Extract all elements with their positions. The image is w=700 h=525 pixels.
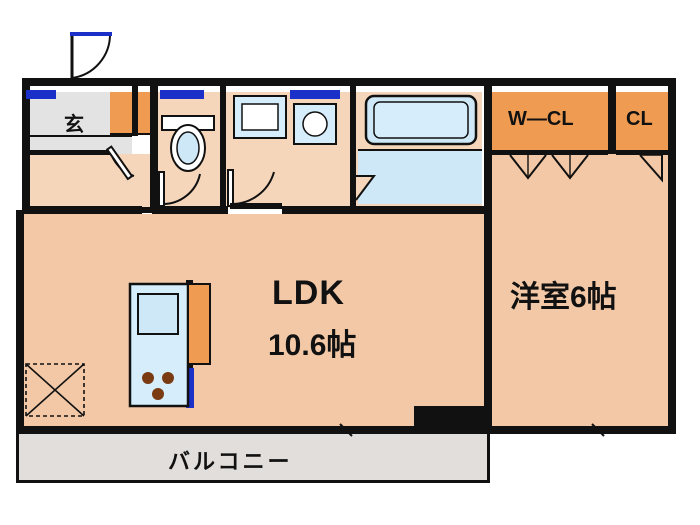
wall-balcony-stub-left: [16, 426, 44, 434]
entry-hall-floor: [28, 154, 154, 208]
entrance-closet-floor: [110, 92, 150, 134]
wall-balcony-stub-right: [414, 406, 484, 428]
balcony-outline-bottom: [16, 480, 490, 483]
wall-toilet-right: [220, 86, 226, 208]
wall-top-right: [484, 78, 676, 86]
window-top-2: [160, 90, 204, 99]
wall-top-left: [22, 78, 484, 86]
wall-left-ldk: [16, 210, 24, 434]
wall-closet-bottom-b: [616, 150, 668, 155]
wall-closet-divider: [608, 86, 616, 154]
balcony-label: バルコニー: [168, 449, 293, 474]
closet-floor: [616, 92, 676, 154]
wall-ldk-top-c: [282, 206, 484, 214]
ldk-label: LDK: [272, 274, 345, 312]
wall-toilet-left: [150, 86, 158, 208]
balcony-outline-left: [16, 434, 19, 482]
wall-closet-bottom-a: [490, 150, 608, 155]
wall-right-outer: [668, 78, 676, 432]
entrance-label: 玄: [64, 114, 84, 136]
walk-closet-floor: [490, 92, 608, 154]
balcony-floor: [16, 434, 490, 482]
walk-closet-label: W—CL: [508, 108, 574, 130]
balcony-outline-right: [487, 434, 490, 482]
closet-label: CL: [626, 108, 653, 130]
wall-ldk-top-b: [152, 206, 228, 214]
wall-left-outer: [22, 78, 30, 210]
wall-entry-hall-bottom: [28, 150, 110, 155]
ldk-area-label: 10.6帖: [268, 329, 357, 362]
wall-bath-left: [350, 86, 356, 208]
window-kitchen: [186, 368, 194, 408]
bedroom-label: 洋室6帖: [510, 281, 617, 314]
wall-entrance-right: [132, 86, 138, 136]
window-top-1: [26, 90, 56, 99]
window-top-3: [290, 90, 340, 99]
ldk-floor: [22, 214, 484, 426]
bedroom-floor: [490, 154, 676, 426]
